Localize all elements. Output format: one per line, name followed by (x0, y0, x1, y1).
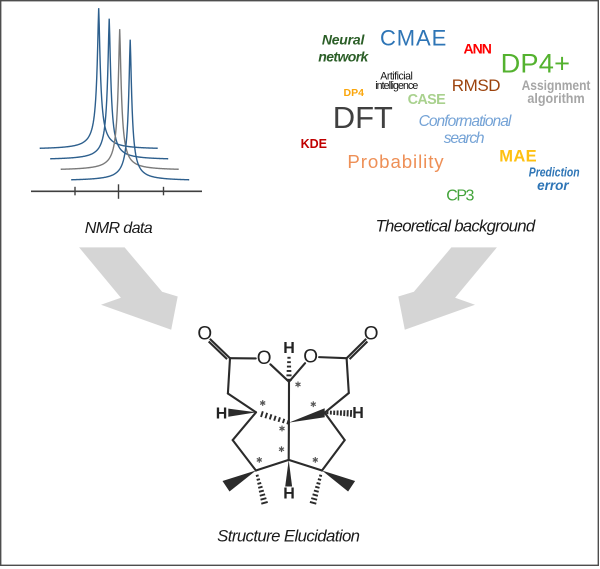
svg-text:KDE: KDE (301, 137, 327, 151)
svg-text:error: error (537, 178, 569, 193)
svg-text:ANN: ANN (464, 41, 492, 57)
svg-text:DP4+: DP4+ (501, 48, 571, 79)
svg-text:Probability: Probability (347, 151, 444, 172)
svg-text:H: H (352, 405, 364, 422)
svg-text:H: H (283, 486, 295, 503)
svg-text:Theoretical background: Theoretical background (376, 217, 536, 236)
svg-text:algorithm: algorithm (527, 91, 584, 107)
svg-text:NMR data: NMR data (85, 219, 153, 237)
svg-text:DFT: DFT (333, 100, 393, 135)
svg-text:Artificial: Artificial (380, 71, 412, 83)
svg-text:network: network (318, 49, 369, 65)
svg-text:CMAE: CMAE (380, 26, 447, 51)
svg-text:O: O (364, 324, 379, 345)
svg-text:Assignment: Assignment (522, 77, 591, 93)
svg-text:Neural: Neural (322, 32, 366, 48)
svg-text:O: O (257, 348, 272, 369)
svg-text:Structure Elucidation: Structure Elucidation (217, 526, 360, 545)
svg-text:Conformational: Conformational (419, 113, 512, 130)
svg-text:CP3: CP3 (446, 187, 474, 204)
svg-text:MAE: MAE (499, 148, 537, 166)
svg-text:RMSD: RMSD (452, 76, 501, 95)
svg-text:H: H (283, 340, 295, 357)
svg-text:Prediction: Prediction (529, 165, 580, 179)
svg-text:DP4: DP4 (344, 87, 365, 99)
svg-text:O: O (303, 346, 318, 367)
svg-text:CASE: CASE (408, 92, 447, 108)
svg-text:search: search (444, 130, 484, 147)
svg-text:H: H (216, 406, 228, 423)
svg-text:O: O (197, 324, 212, 345)
svg-text:intelligence: intelligence (375, 80, 418, 92)
